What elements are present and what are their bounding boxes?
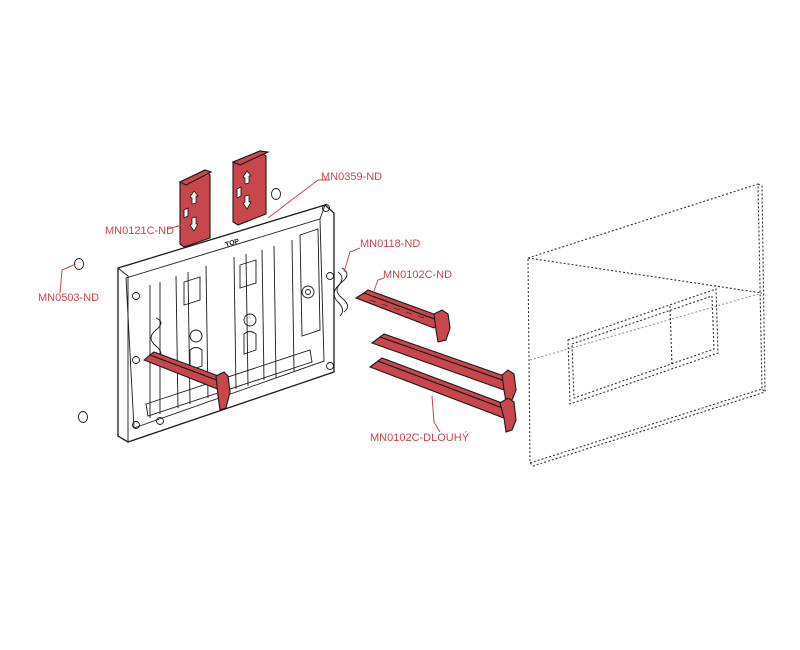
grommet-set-mn0503 <box>74 188 281 423</box>
label-mn0118: MN0118-ND <box>360 238 420 250</box>
grommet-bottom-left <box>78 411 88 423</box>
label-mn0102c: MN0102C-ND <box>383 269 452 281</box>
label-mn0121c: MN0121C-ND <box>105 225 174 237</box>
grommet-top-right <box>271 188 281 200</box>
rod-mn0102c <box>354 289 451 343</box>
label-mn0102c-dlouhy: MN0102C-DLOUHÝ <box>370 431 470 444</box>
label-mn0503: MN0503-ND <box>38 292 99 304</box>
clip-mn0121c-right <box>231 150 270 226</box>
rod-inside-frame <box>142 351 231 411</box>
part-labels: MN0121C-ND MN0359-ND MN0118-ND MN0102C-N… <box>38 171 470 444</box>
grommet-top-left <box>74 258 84 270</box>
rod-long-upper <box>370 333 517 403</box>
cover-plate <box>527 183 766 467</box>
mounting-frame: TOP <box>117 204 335 443</box>
clip-mn0121c-left <box>178 169 213 248</box>
spring-mn0118 <box>333 267 348 317</box>
leader-lines <box>59 179 441 433</box>
label-mn0359: MN0359-ND <box>321 171 382 183</box>
rod-mn0102c-dlouhy <box>368 357 517 433</box>
frame-top-marking: TOP <box>225 238 241 249</box>
